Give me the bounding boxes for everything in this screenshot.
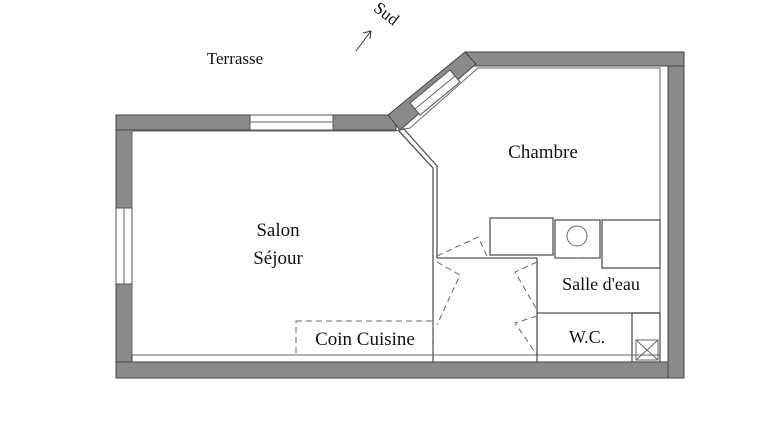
- label-coin-cuisine: Coin Cuisine: [315, 329, 415, 350]
- doors: [436, 236, 538, 356]
- closet: [489, 217, 554, 256]
- kitchen-area: [295, 320, 434, 356]
- label-sejour: Séjour: [253, 248, 303, 269]
- label-salle-eau: Salle d'eau: [562, 274, 640, 294]
- label-terrasse: Terrasse: [207, 49, 263, 68]
- shower-drain-icon: [566, 225, 588, 247]
- label-salon: Salon: [256, 220, 300, 241]
- partition-wall: [397, 129, 434, 362]
- duct: [631, 312, 661, 363]
- wet-rooms: [437, 217, 661, 363]
- label-wc: W.C.: [569, 327, 605, 347]
- north-arrow-icon: [355, 30, 372, 52]
- cabinet: [601, 219, 661, 269]
- label-orientation: Sud: [370, 0, 403, 30]
- label-chambre: Chambre: [508, 142, 578, 163]
- interior-outline: [131, 67, 661, 356]
